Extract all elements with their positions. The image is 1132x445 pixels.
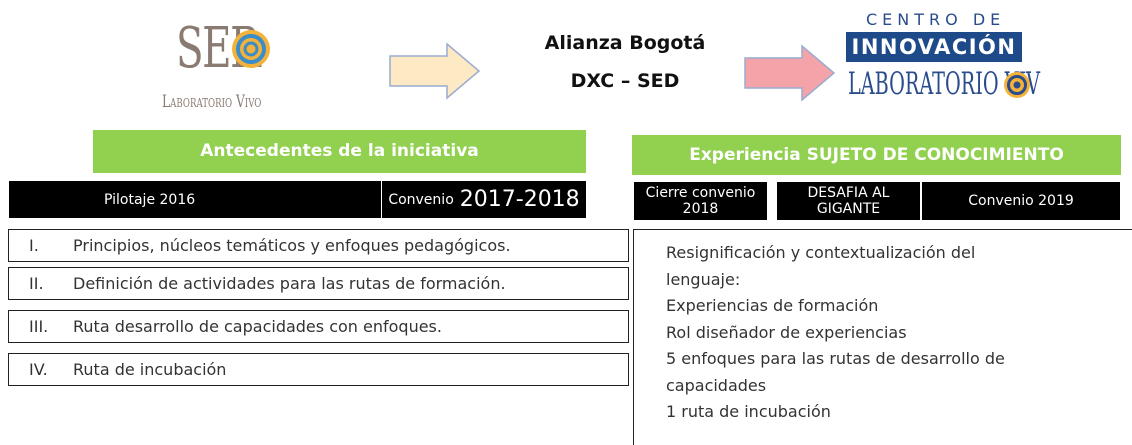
list-item: II. Definición de actividades para las r… — [8, 267, 629, 300]
centro-innovacion-logo: CENTRO DE INNOVACIÓN LABORATORIO VIV — [846, 10, 1040, 110]
list-item-number: IV. — [29, 360, 48, 379]
desafia-line-1: DESAFIA AL — [807, 184, 890, 201]
experiencia-content-box: Resignificación y contextualización del … — [633, 229, 1132, 445]
experiencia-header: Experiencia SUJETO DE CONOCIMIENTO — [632, 135, 1121, 175]
convenio-2019-bar: Convenio 2019 — [921, 181, 1121, 221]
convenio-2017-bar: Convenio 2017-2018 — [381, 180, 587, 219]
alliance-line-2: DXC – SED — [570, 70, 680, 92]
cierre-line-2: 2018 — [682, 201, 719, 217]
list-item-number: III. — [29, 317, 49, 336]
list-item-text: Ruta de incubación — [73, 360, 227, 379]
content-line: lenguaje: — [666, 269, 741, 289]
convenio-years: 2017-2018 — [459, 187, 580, 212]
antecedentes-header: Antecedentes de la iniciativa — [93, 130, 586, 173]
content-line: 5 enfoques para las rutas de desarrollo … — [666, 349, 1005, 368]
cierre-convenio-bar: Cierre convenio 2018 — [633, 181, 768, 221]
arrow-right-icon — [744, 44, 836, 102]
ci-logo-top: CENTRO DE — [866, 10, 1006, 29]
convenio-label: Convenio — [388, 191, 454, 208]
ci-logo-band: INNOVACIÓN — [846, 32, 1022, 62]
list-item-text: Ruta desarrollo de capacidades con enfoq… — [73, 317, 442, 336]
list-item-number: I. — [29, 236, 39, 255]
alliance-title: Alianza Bogotá DXC – SED — [510, 24, 740, 100]
list-item: I. Principios, núcleos temáticos y enfoq… — [8, 229, 629, 262]
pilotaje-label: Pilotaje 2016 — [104, 191, 196, 208]
content-line: Rol diseñador de experiencias — [666, 322, 907, 342]
snail-shell-icon — [232, 30, 270, 68]
desafia-gigante-bar: DESAFIA AL GIGANTE — [776, 181, 921, 221]
content-line: Resignificación y contextualización del — [666, 243, 976, 262]
sero-logo: SER Laboratorio Vivo — [156, 12, 296, 118]
list-item-number: II. — [29, 274, 44, 293]
snail-shell-icon — [1004, 72, 1030, 98]
pilotaje-bar: Pilotaje 2016 — [8, 180, 382, 219]
alliance-line-1: Alianza Bogotá — [544, 32, 706, 54]
content-line: 1 ruta de incubación — [666, 402, 831, 421]
arrow-right-icon — [389, 42, 481, 100]
list-item-text: Definición de actividades para las rutas… — [73, 274, 506, 293]
cierre-line-1: Cierre convenio — [645, 184, 756, 201]
sero-logo-subtitle: Laboratorio Vivo — [162, 92, 262, 112]
list-item: IV. Ruta de incubación — [8, 353, 629, 386]
content-line: capacidades — [666, 375, 767, 395]
list-item: III. Ruta desarrollo de capacidades con … — [8, 310, 629, 343]
list-item-text: Principios, núcleos temáticos y enfoques… — [73, 236, 511, 255]
content-line: Experiencias de formación — [666, 296, 879, 315]
desafia-line-2: GIGANTE — [816, 201, 881, 217]
convenio-2019-label: Convenio 2019 — [968, 193, 1074, 209]
